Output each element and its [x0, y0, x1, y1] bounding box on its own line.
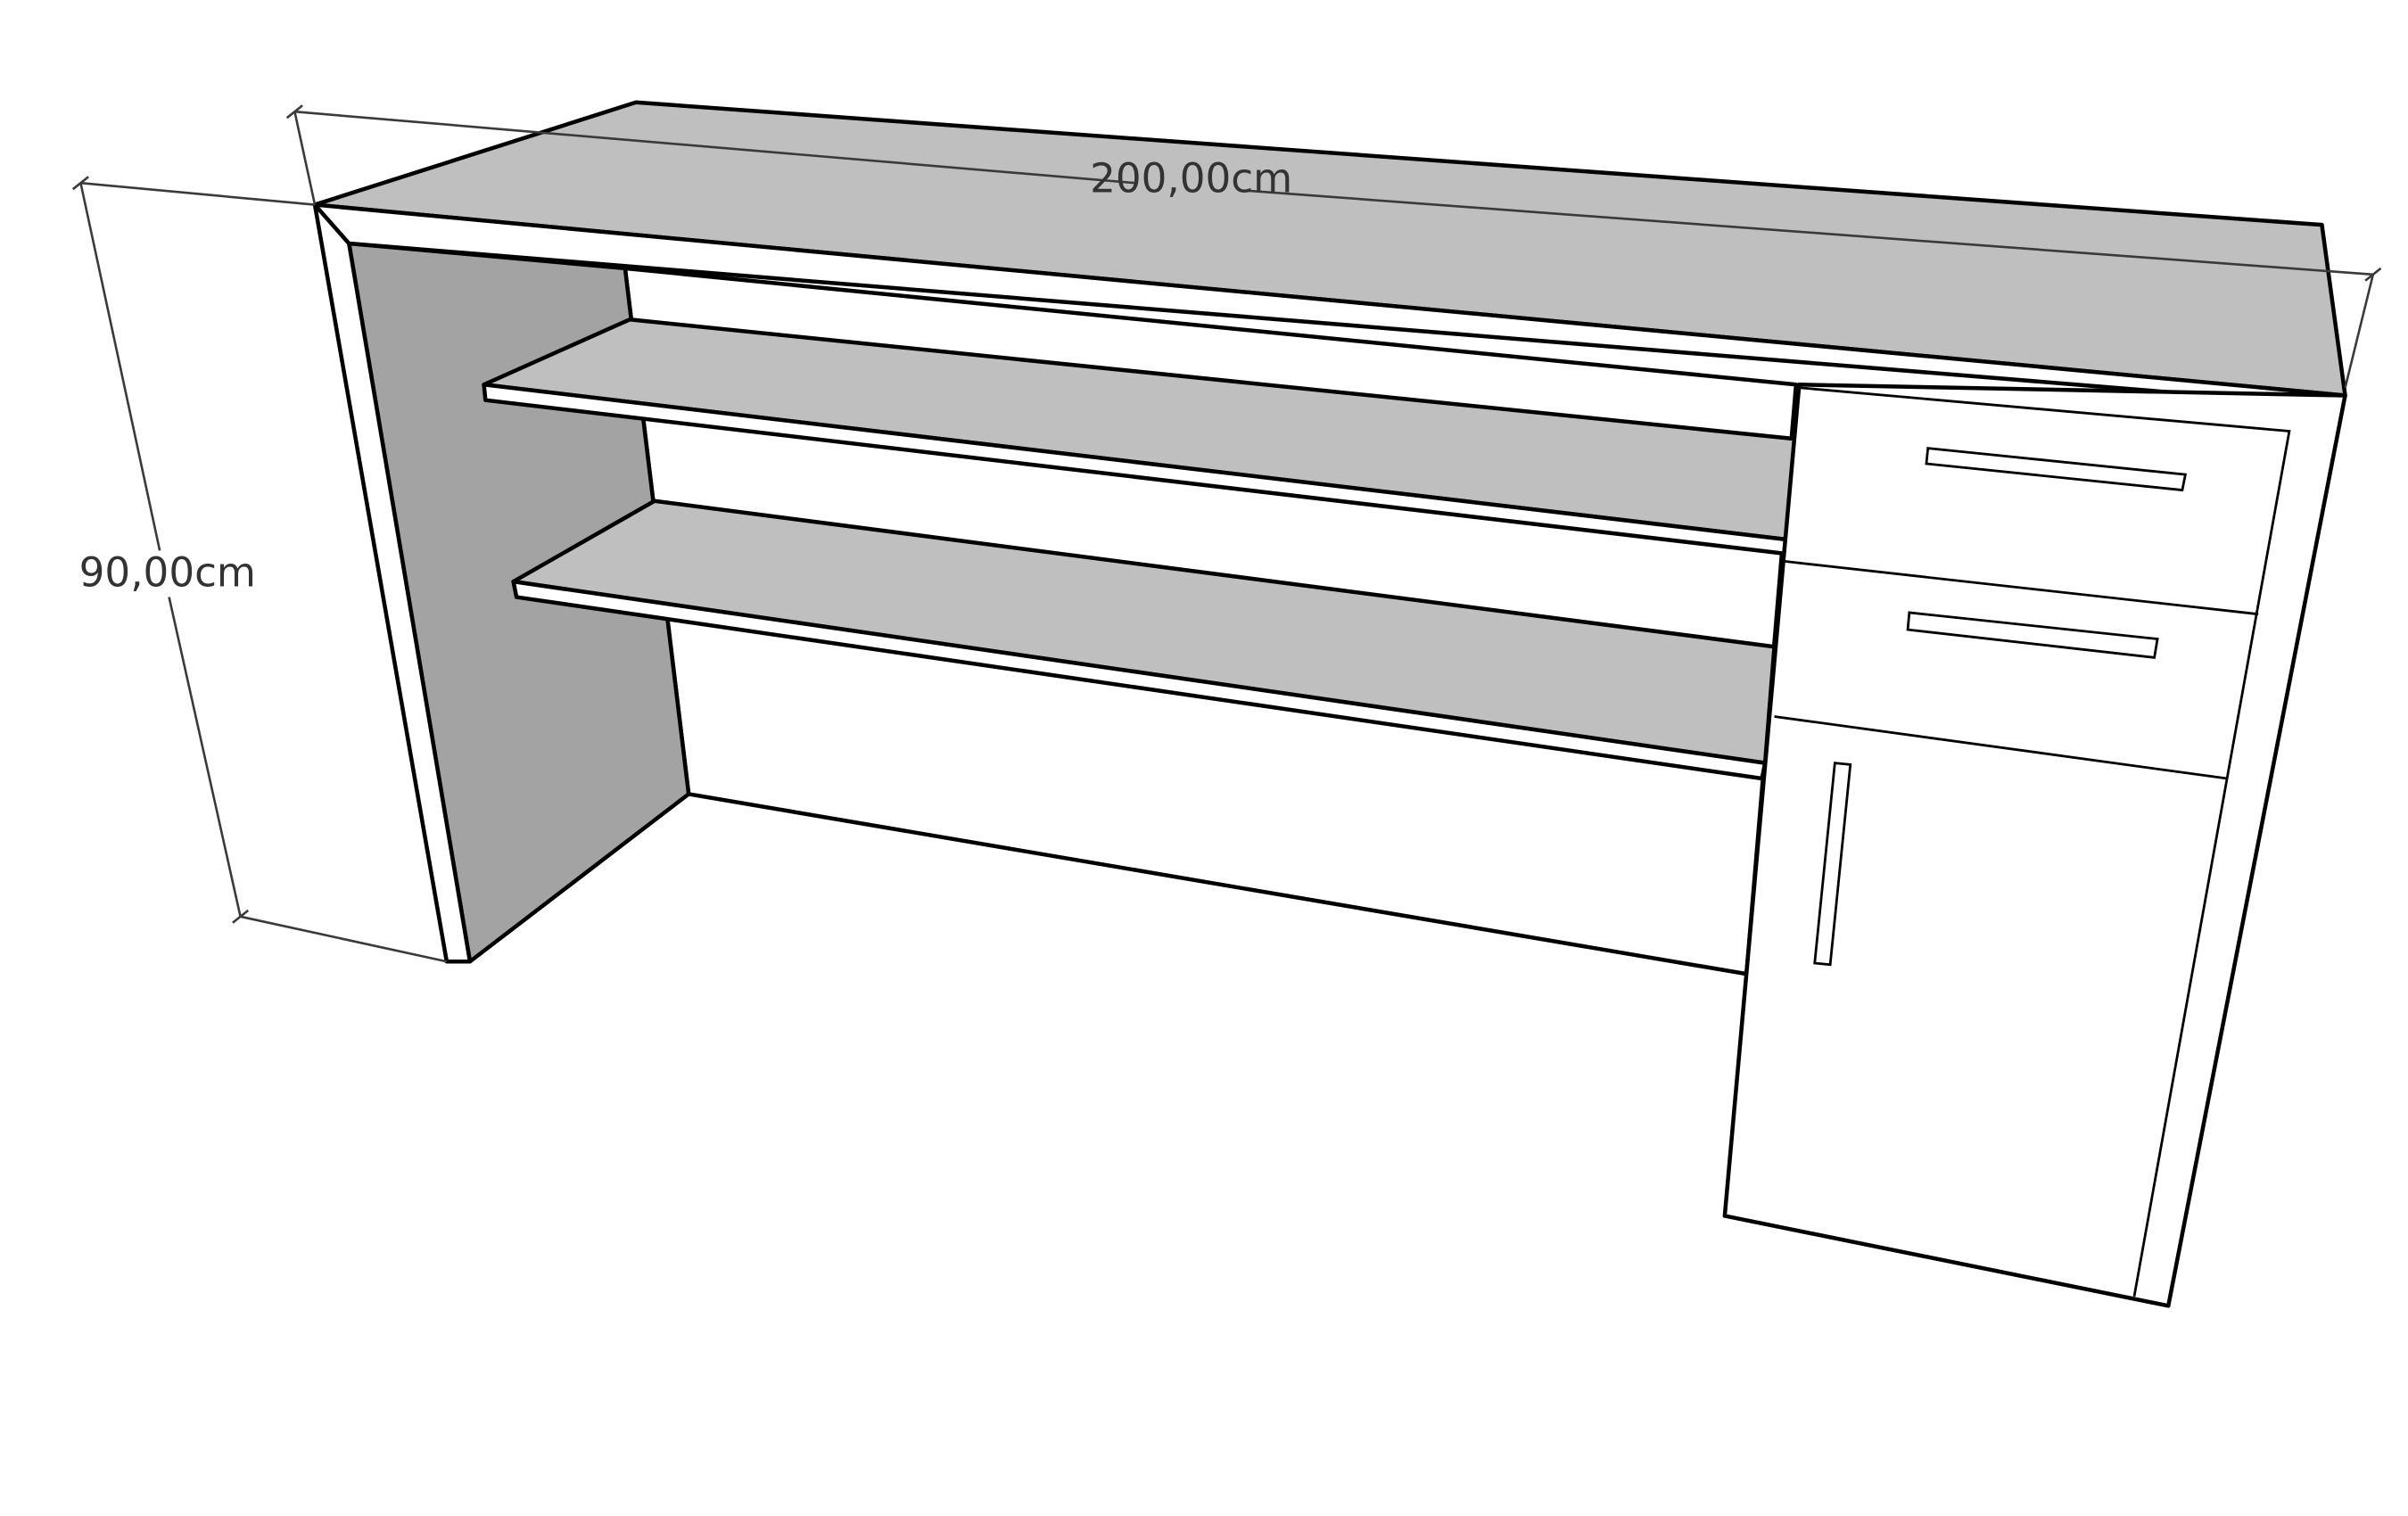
upper-drawer-handle [1925, 447, 2188, 492]
drawer-divider-upper [1785, 560, 2259, 616]
cabinet-side-edge [1799, 386, 2291, 1298]
cabinet-front [1722, 383, 2347, 1308]
drawer-divider-lower [1774, 715, 2228, 780]
height-dimension-label: 90,00cm [79, 548, 256, 596]
width-dimension: 200,00cm [285, 104, 2382, 389]
door-handle [1813, 762, 1852, 967]
width-dimension-label: 200,00cm [1090, 155, 1292, 202]
height-dimension: 90,00cm [71, 176, 448, 963]
lower-drawer-handle [1906, 611, 2159, 659]
